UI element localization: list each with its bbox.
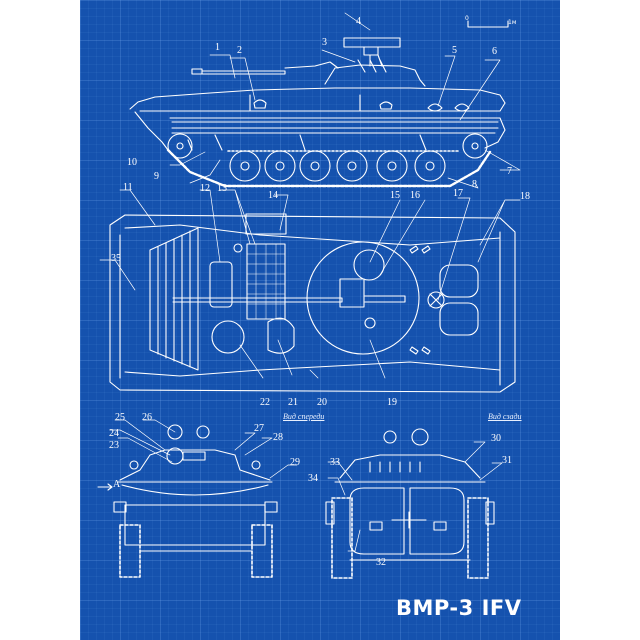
callout-30: 30 bbox=[491, 433, 501, 444]
rear-view-caption: Вид сзади bbox=[488, 412, 522, 421]
callout-26: 26 bbox=[142, 412, 152, 423]
vehicle-drawings bbox=[97, 12, 521, 579]
callout-19: 19 bbox=[387, 397, 397, 408]
callout-16: 16 bbox=[410, 190, 420, 201]
callout-23: 23 bbox=[109, 440, 119, 451]
top-view-drawing bbox=[109, 213, 516, 393]
callout-2: 2 bbox=[237, 45, 242, 56]
scale-bar bbox=[467, 20, 509, 28]
callout-31: 31 bbox=[502, 455, 512, 466]
poster-title: BMP-3 IFV bbox=[396, 596, 522, 620]
callout-6: 6 bbox=[492, 46, 497, 57]
callout-4: 4 bbox=[356, 16, 361, 27]
blueprint-poster: 0 1м 1 2 3 4 5 6 7 8 9 10 11 12 13 14 15… bbox=[80, 0, 560, 640]
callout-leaders bbox=[99, 12, 521, 552]
callout-34: 34 bbox=[308, 473, 318, 484]
callout-29: 29 bbox=[290, 457, 300, 468]
callout-32: 32 bbox=[376, 557, 386, 568]
callout-1: 1 bbox=[215, 42, 220, 53]
callout-24: 24 bbox=[109, 428, 119, 439]
callout-28: 28 bbox=[273, 432, 283, 443]
callout-13: 13 bbox=[217, 183, 227, 194]
callout-15: 15 bbox=[390, 190, 400, 201]
rear-view-drawing bbox=[325, 428, 495, 579]
callout-7: 7 bbox=[507, 166, 512, 177]
callout-25: 25 bbox=[115, 412, 125, 423]
scale-end-label: 1м bbox=[508, 19, 517, 26]
callout-9: 9 bbox=[154, 171, 159, 182]
callout-14: 14 bbox=[268, 190, 278, 201]
scale-start-label: 0 bbox=[465, 15, 469, 22]
callout-35: 35 bbox=[111, 253, 121, 264]
callout-22: 22 bbox=[260, 397, 270, 408]
callout-11: 11 bbox=[123, 182, 133, 193]
callout-17: 17 bbox=[453, 188, 463, 199]
callout-27: 27 bbox=[254, 423, 264, 434]
callout-5: 5 bbox=[452, 45, 457, 56]
callout-21: 21 bbox=[288, 397, 298, 408]
callout-10: 10 bbox=[127, 157, 137, 168]
callout-33: 33 bbox=[330, 457, 340, 468]
side-view-drawing bbox=[129, 37, 506, 188]
front-view-drawing bbox=[97, 424, 278, 578]
callout-18: 18 bbox=[520, 191, 530, 202]
callout-12: 12 bbox=[200, 183, 210, 194]
front-view-caption: Вид спереди bbox=[283, 412, 325, 421]
callout-3: 3 bbox=[322, 37, 327, 48]
callout-8: 8 bbox=[472, 179, 477, 190]
callout-20: 20 bbox=[317, 397, 327, 408]
arrow-a-label: А bbox=[113, 479, 121, 490]
